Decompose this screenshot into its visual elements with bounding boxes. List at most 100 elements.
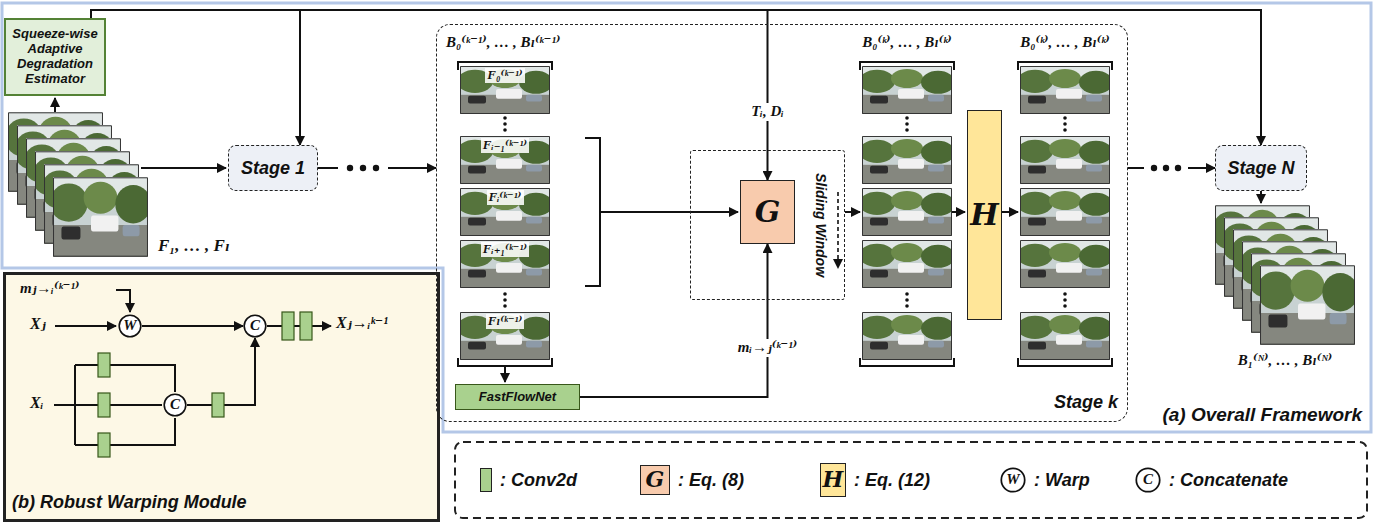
legend-swatch: G bbox=[640, 465, 670, 495]
frame-label: F₀⁽ᵏ⁻¹⁾ bbox=[485, 68, 524, 83]
dot bbox=[503, 128, 507, 132]
module-ground bbox=[3, 272, 440, 522]
estimator-box: Squeeze-wise Adaptive Degradation Estima… bbox=[4, 18, 106, 96]
legend-text: : Eq. (8) bbox=[678, 470, 744, 491]
wire bbox=[110, 365, 175, 392]
panel-border bbox=[2, 3, 1371, 432]
circle-shape bbox=[164, 394, 186, 416]
conv-block bbox=[300, 312, 312, 340]
bracket bbox=[860, 358, 954, 366]
bracket bbox=[1018, 62, 1112, 70]
node-text: H bbox=[970, 198, 998, 233]
wire bbox=[110, 404, 162, 406]
dot bbox=[503, 122, 507, 126]
edge-label: Tᵢ, Dᵢ bbox=[748, 103, 787, 120]
connector bbox=[1128, 167, 1215, 169]
dot bbox=[905, 116, 909, 120]
math-label: B₀⁽ᵏ⁻¹⁾, … , Bₗ⁽ᵏ⁻¹⁾ bbox=[446, 34, 560, 51]
ellipsis-dots bbox=[347, 116, 1181, 308]
legend-text: : Warp bbox=[1034, 470, 1090, 491]
connector bbox=[318, 167, 436, 169]
math-label: B₀⁽ᵏ⁾, … , Bₗ⁽ᵏ⁾ bbox=[862, 34, 952, 51]
node-text: FastFlowNet bbox=[479, 390, 556, 405]
video-frame bbox=[859, 136, 955, 184]
overall-framework-panel: (a) Overall Framework Squeeze-wise Adapti… bbox=[0, 0, 1374, 436]
dot bbox=[1063, 304, 1067, 308]
symbol-letter: H bbox=[823, 467, 844, 492]
conv-block bbox=[98, 393, 110, 417]
wire bbox=[54, 365, 98, 445]
edge-label: mᵢ→ⱼ⁽ᵏ⁻¹⁾ bbox=[735, 339, 800, 356]
conv-block bbox=[212, 393, 224, 417]
math-label: Xⱼ→ᵢᵏ⁻¹ bbox=[336, 314, 388, 332]
connector bbox=[91, 10, 300, 145]
bracket bbox=[860, 62, 954, 70]
symbol-letter: C bbox=[1143, 471, 1153, 488]
circle-shape bbox=[1001, 468, 1024, 491]
conv-block bbox=[98, 433, 110, 457]
video-frame bbox=[859, 240, 955, 288]
concat-circle: C bbox=[243, 314, 267, 338]
dot bbox=[905, 122, 909, 126]
conv-block bbox=[98, 353, 110, 377]
symbol-letter: W bbox=[1006, 471, 1019, 488]
dot bbox=[503, 304, 507, 308]
wire bbox=[600, 211, 738, 213]
wire bbox=[1002, 211, 1018, 213]
math-label: mⱼ→ᵢ⁽ᵏ⁻¹⁾ bbox=[20, 280, 79, 297]
node-text: Stage N bbox=[1227, 158, 1294, 179]
output-frame-stack bbox=[1212, 205, 1358, 345]
video-frame bbox=[1017, 312, 1113, 360]
node-text: Stage 1 bbox=[241, 158, 305, 179]
warping-module-panel: (b) Robust Warping ModuleWCC bbox=[3, 272, 440, 522]
node-text: C bbox=[250, 317, 260, 334]
wire bbox=[55, 325, 116, 327]
symbol-letter: G bbox=[646, 467, 665, 492]
legend-frame bbox=[455, 442, 1367, 518]
wire bbox=[294, 325, 300, 327]
frame-label: Fᵢ₋₁⁽ᵏ⁻¹⁾ bbox=[481, 138, 529, 153]
stage-box: Stage 1 bbox=[228, 145, 318, 191]
circle-shape bbox=[1136, 468, 1159, 491]
dot bbox=[503, 116, 507, 120]
wire bbox=[267, 325, 282, 327]
wire bbox=[1260, 191, 1262, 203]
node-text: (b) Robust Warping Module bbox=[12, 492, 247, 513]
math-label: Xⱼ bbox=[30, 315, 46, 333]
dot bbox=[905, 298, 909, 302]
legend-symbol: W bbox=[1000, 467, 1026, 493]
node-text: (a) Overall Framework bbox=[1162, 404, 1362, 426]
connector bbox=[142, 325, 243, 327]
video-frame bbox=[457, 312, 553, 360]
math-label: B₁⁽ᴺ⁾, … , Bₗ⁽ᴺ⁾ bbox=[1238, 352, 1333, 369]
video-frame bbox=[1257, 265, 1358, 345]
video-frame bbox=[1017, 136, 1113, 184]
h-operator-box: H bbox=[967, 110, 1002, 320]
dot bbox=[905, 292, 909, 296]
wire bbox=[952, 211, 965, 213]
dot bbox=[373, 165, 379, 171]
brackets bbox=[458, 62, 1112, 366]
math-label: Xᵢ bbox=[30, 394, 43, 412]
legend-text: : Conv2d bbox=[500, 470, 577, 491]
frame-column bbox=[457, 66, 1113, 360]
dot bbox=[905, 304, 909, 308]
dot bbox=[1063, 116, 1067, 120]
bracket bbox=[458, 358, 552, 366]
frame-label: Fᵢ₊₁⁽ᵏ⁻¹⁾ bbox=[481, 242, 529, 257]
circle-shape bbox=[244, 315, 266, 337]
wire bbox=[116, 290, 130, 312]
legend-swatch bbox=[480, 468, 492, 492]
video-frame bbox=[457, 136, 553, 184]
wire bbox=[504, 366, 506, 382]
g-operator-box: G bbox=[740, 180, 795, 244]
node-text: W bbox=[123, 317, 136, 334]
dot bbox=[905, 128, 909, 132]
video-frame bbox=[457, 188, 553, 236]
legend-swatch: H bbox=[820, 463, 846, 497]
node-text: Squeeze-wise Adaptive Degradation Estima… bbox=[10, 27, 100, 87]
dot bbox=[1063, 128, 1067, 132]
conv-block bbox=[282, 312, 294, 340]
connector bbox=[91, 10, 768, 180]
